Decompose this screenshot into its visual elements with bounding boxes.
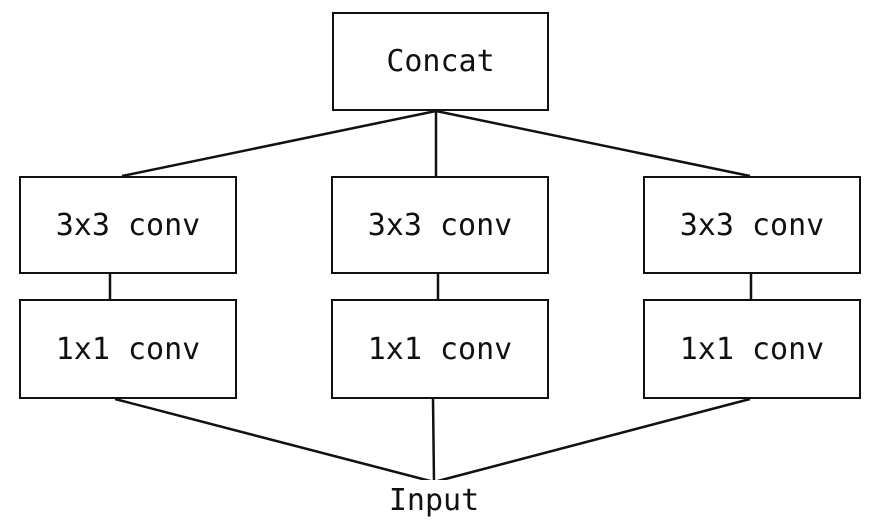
edge-input-branch-2 (431, 398, 436, 483)
conv1x1-node-branch-3: 1x1 conv (643, 299, 861, 399)
edge-concat-branch-3 (435, 109, 751, 178)
edge-input-branch-1 (114, 397, 435, 484)
conv1x1-node-branch-2: 1x1 conv (331, 299, 549, 399)
concat-node: Concat (332, 12, 549, 111)
edge-concat-branch-1 (121, 109, 437, 178)
edge-input-branch-3 (433, 397, 751, 484)
input-node: Input (374, 480, 494, 520)
conv3x3-node-branch-3: 3x3 conv (643, 176, 861, 274)
conv3x3-node-branch-1: 3x3 conv (19, 176, 237, 274)
conv3x3-node-branch-2: 3x3 conv (331, 176, 549, 274)
conv1x1-node-branch-1: 1x1 conv (19, 299, 237, 399)
